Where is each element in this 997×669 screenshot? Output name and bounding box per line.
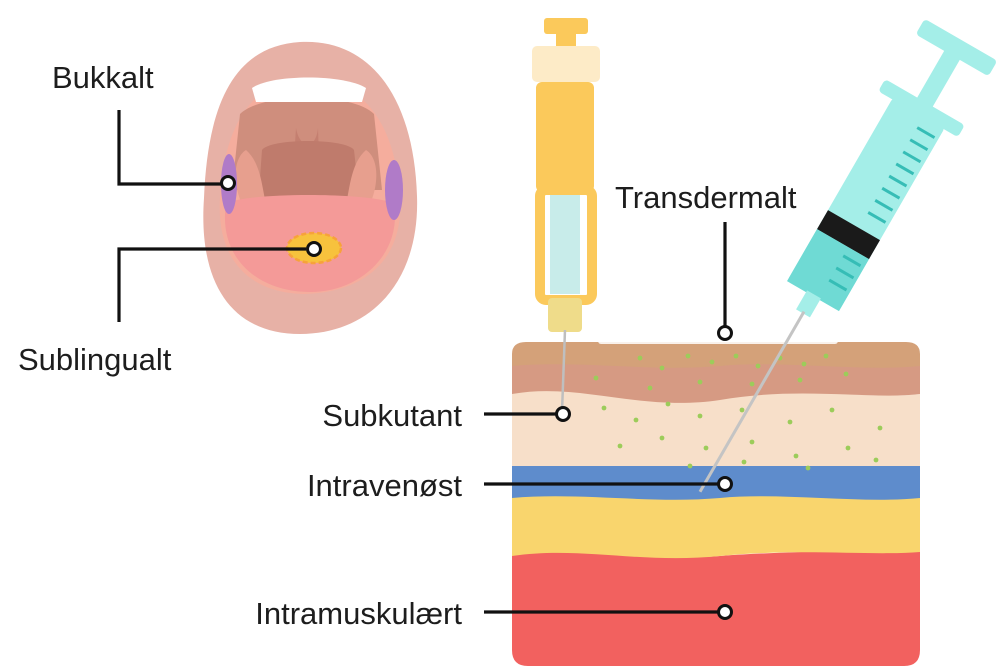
sublingual-marker: [308, 243, 321, 256]
drug-particle: [878, 426, 883, 431]
drug-particle: [618, 444, 623, 449]
drug-particle: [798, 378, 803, 383]
pen-cap-neck: [556, 32, 576, 46]
pen-grip: [532, 46, 600, 82]
drug-particle: [844, 372, 849, 377]
label-sublingual: Sublingualt: [18, 342, 172, 377]
label-transdermal: Transdermalt: [615, 180, 797, 215]
label-buccal: Bukkalt: [52, 60, 154, 95]
subcutaneous-marker: [557, 408, 570, 421]
pen-tip: [548, 298, 582, 332]
drug-particle: [824, 354, 829, 359]
epidermis-layer: [512, 342, 920, 368]
drug-particle: [648, 386, 653, 391]
drug-particle: [802, 362, 807, 367]
drug-particle: [666, 402, 671, 407]
fat-layer: [512, 494, 920, 558]
drug-particle: [688, 464, 693, 469]
pen-body: [536, 82, 594, 192]
drug-particle: [794, 454, 799, 459]
drug-particle: [734, 354, 739, 359]
open-mouth-illustration: [203, 42, 417, 334]
drug-particle: [710, 360, 715, 365]
drug-particle: [740, 408, 745, 413]
intravenous-marker: [719, 478, 732, 491]
drug-particle: [602, 406, 607, 411]
transdermal-marker: [719, 327, 732, 340]
buccal-marker: [222, 177, 235, 190]
transdermal-patch: [598, 336, 838, 344]
drug-particle: [750, 382, 755, 387]
label-intramuscular: Intramuskulært: [255, 596, 462, 631]
drug-particle: [788, 420, 793, 425]
pen-cap-top: [544, 18, 588, 34]
drug-particle: [750, 440, 755, 445]
skin-cross-section: [512, 336, 920, 666]
muscle-layer: [512, 548, 920, 666]
intramuscular-marker: [719, 606, 732, 619]
drug-particle: [742, 460, 747, 465]
label-intravenous: Intravenøst: [307, 468, 462, 503]
drug-particle: [846, 446, 851, 451]
drug-particle: [638, 356, 643, 361]
buccal-site-right: [385, 160, 403, 220]
drug-particle: [806, 466, 811, 471]
drug-particle: [660, 436, 665, 441]
drug-particle: [698, 414, 703, 419]
syringe-plunger-head: [916, 19, 997, 77]
drug-particle: [698, 380, 703, 385]
drug-particle: [756, 364, 761, 369]
drug-particle: [874, 458, 879, 463]
drug-particle: [686, 354, 691, 359]
label-subcutaneous: Subkutant: [322, 398, 462, 433]
drug-particle: [704, 446, 709, 451]
drug-particle: [830, 408, 835, 413]
drug-particle: [634, 418, 639, 423]
drug-particle: [594, 376, 599, 381]
drug-particle: [660, 366, 665, 371]
pen-window: [550, 194, 580, 294]
